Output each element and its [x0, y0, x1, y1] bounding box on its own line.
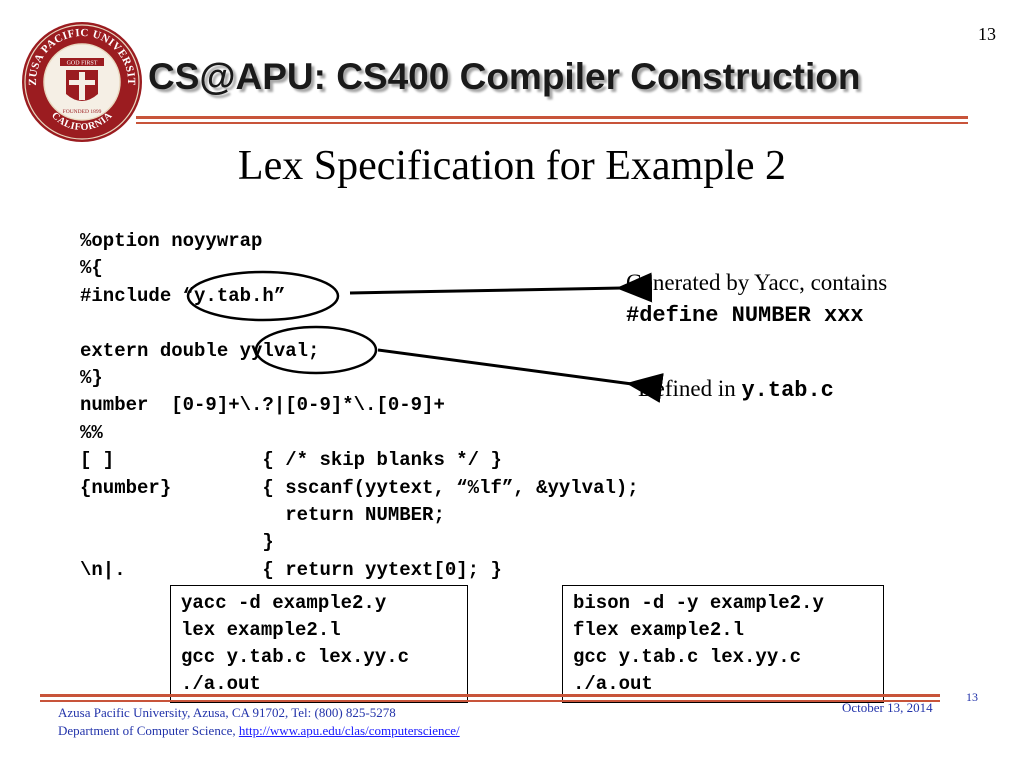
course-title: CS@APU: CS400 Compiler Construction — [148, 56, 861, 97]
lex-code-block: %option noyywrap %{ #include “y.tab.h” exte… — [80, 228, 639, 584]
bison-commands-box: bison -d -y example2.y flex example2.l g… — [562, 585, 884, 703]
code-line: [ ] { /* skip blanks */ } — [80, 449, 502, 472]
code-line: #include “y.tab.h” — [80, 284, 286, 307]
footer-rule — [40, 694, 940, 697]
callout-defined: Defined in y.tab.c — [638, 376, 834, 403]
yacc-commands-box: yacc -d example2.y lex example2.l gcc y.… — [170, 585, 468, 703]
code-line: return NUMBER; — [80, 503, 445, 526]
callout-generated-text: Generated by Yacc, contains — [626, 270, 888, 295]
seal-banner-text: GOD FIRST — [67, 61, 98, 67]
callout-defined-code: y.tab.c — [741, 378, 834, 403]
footer-department-line: Department of Computer Science, http://w… — [58, 723, 460, 739]
header-rule — [136, 116, 968, 119]
code-line: {number} { sscanf(yytext, “%lf”, &yylval… — [80, 476, 639, 499]
code-line: %} — [80, 366, 103, 389]
page-number-top: 13 — [978, 24, 996, 44]
code-line: } — [80, 531, 274, 554]
code-line — [80, 310, 639, 337]
seal-founded-text: FOUNDED 1899 — [63, 109, 102, 115]
callout-defined-text: Defined in — [638, 376, 742, 401]
code-line: %option noyywrap — [80, 230, 263, 252]
university-seal-icon: AZUSA PACIFIC UNIVERSITY CALIFORNIA GOD … — [20, 20, 142, 142]
callout-generated-code: #define NUMBER xxx — [626, 303, 864, 328]
callout-generated: Generated by Yacc, contains #define NUMB… — [626, 266, 887, 332]
footer-date: October 13, 2014 — [842, 700, 933, 715]
slide-title: Lex Specification for Example 2 — [237, 143, 787, 189]
code-line: number [0-9]+\.?|[0-9]*\.[0-9]+ — [80, 394, 445, 417]
code-line: \n|. { return yytext[0]; } — [80, 558, 502, 581]
footer-address: Azusa Pacific University, Azusa, CA 9170… — [58, 705, 396, 720]
code-line: %{ — [80, 257, 103, 280]
code-line: extern double yylval; — [80, 339, 320, 362]
code-line: %% — [80, 421, 103, 444]
footer-rule-secondary — [40, 700, 940, 702]
page-number-bottom: 13 — [966, 690, 978, 704]
header-rule-secondary — [136, 122, 968, 124]
footer-url-link[interactable]: http://www.apu.edu/clas/computerscience/ — [238, 723, 460, 738]
footer-department: Department of Computer Science, — [58, 723, 239, 738]
